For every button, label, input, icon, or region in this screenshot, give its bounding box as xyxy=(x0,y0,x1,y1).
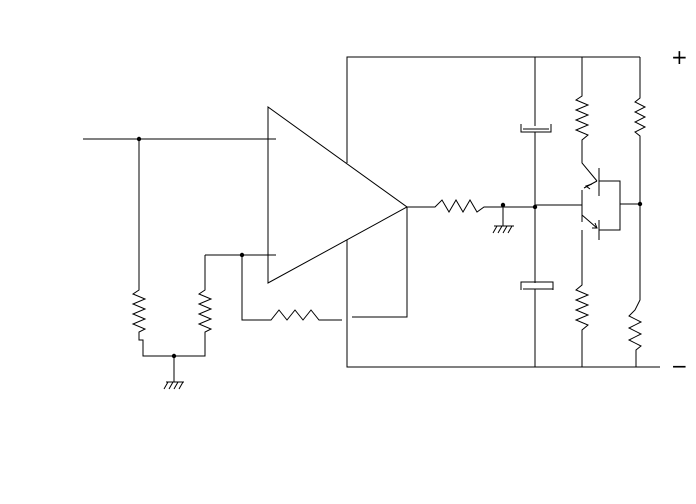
upper-transistor xyxy=(581,168,600,222)
negative-supply-label: − xyxy=(671,354,688,378)
lower-transistor-resistor xyxy=(574,230,590,367)
output-resistor xyxy=(407,199,535,213)
upper-transistor-resistor xyxy=(574,57,598,182)
negative-rail xyxy=(346,240,660,368)
feedback-resistor xyxy=(241,207,408,321)
ground-symbol-output xyxy=(492,205,514,234)
emitter-tie xyxy=(599,180,640,231)
lower-transistor xyxy=(581,214,600,240)
ground-symbol-left xyxy=(163,356,184,390)
input-ground-resistor xyxy=(131,139,174,357)
op-amp-triangle xyxy=(267,106,408,284)
capacitor-lower xyxy=(520,207,554,367)
inverting-input-wire xyxy=(174,254,276,357)
capacitor-upper xyxy=(520,57,552,207)
right-lower-resistor xyxy=(627,204,643,367)
right-upper-resistor xyxy=(633,57,647,204)
positive-supply-label: + xyxy=(671,45,688,69)
positive-rail xyxy=(346,56,640,163)
